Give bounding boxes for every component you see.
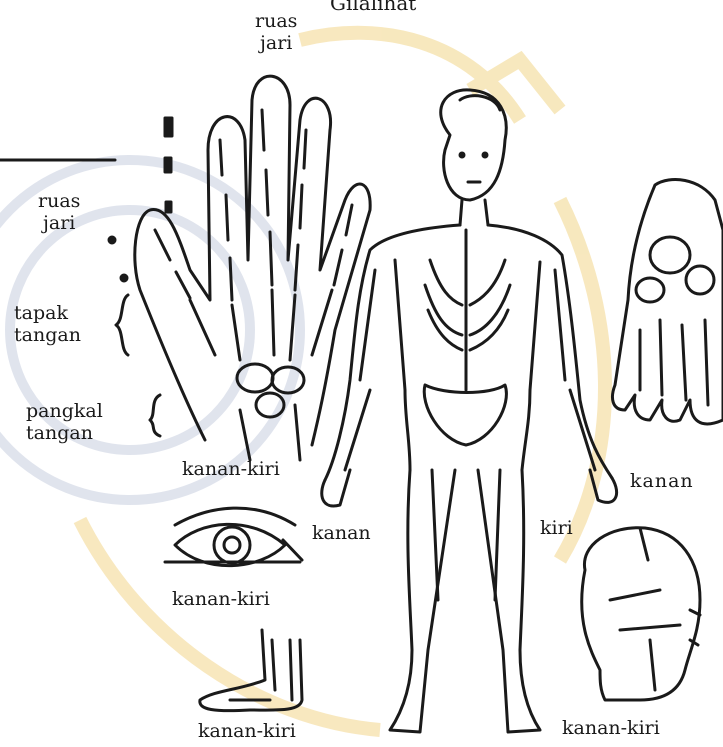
label-kiri: kiri: [540, 517, 573, 539]
label-line: tangan: [14, 324, 81, 346]
foot-xray-drawing: [612, 180, 723, 424]
tapak-brace: [116, 295, 128, 355]
label-ruas-jari-mid: ruas jari: [38, 190, 80, 234]
label-line: tangan: [26, 422, 103, 444]
label-line: jari: [38, 212, 80, 234]
label-line: ruas: [38, 190, 80, 212]
label-pangkal-tangan: pangkal tangan: [26, 400, 103, 444]
hand-xray-drawing: [109, 76, 370, 460]
label-kanan: kanan: [312, 522, 371, 544]
head-side-drawing: [582, 528, 700, 700]
label-line: ruas: [255, 10, 297, 32]
label-kanan-kiri-eye: kanan-kiri: [172, 588, 270, 610]
label-kanan-kiri-hand: kanan-kiri: [182, 458, 280, 480]
pangkal-brace: [150, 395, 160, 436]
label-tapak-tangan: tapak tangan: [14, 302, 81, 346]
foot-side-drawing: [200, 630, 302, 711]
label-line: pangkal: [26, 400, 103, 422]
label-ruas-jari-top: ruas jari: [255, 10, 297, 54]
label-line: tapak: [14, 302, 81, 324]
label-line: jari: [255, 32, 297, 54]
label-kanan-kiri-head: kanan-kiri: [562, 717, 660, 739]
header-text: Gilalihat: [330, 0, 416, 14]
label-kanan-kiri-foot: kanan-kiri: [198, 720, 296, 742]
label-kanan-right: kanan: [630, 470, 694, 492]
eye-drawing: [165, 508, 302, 566]
